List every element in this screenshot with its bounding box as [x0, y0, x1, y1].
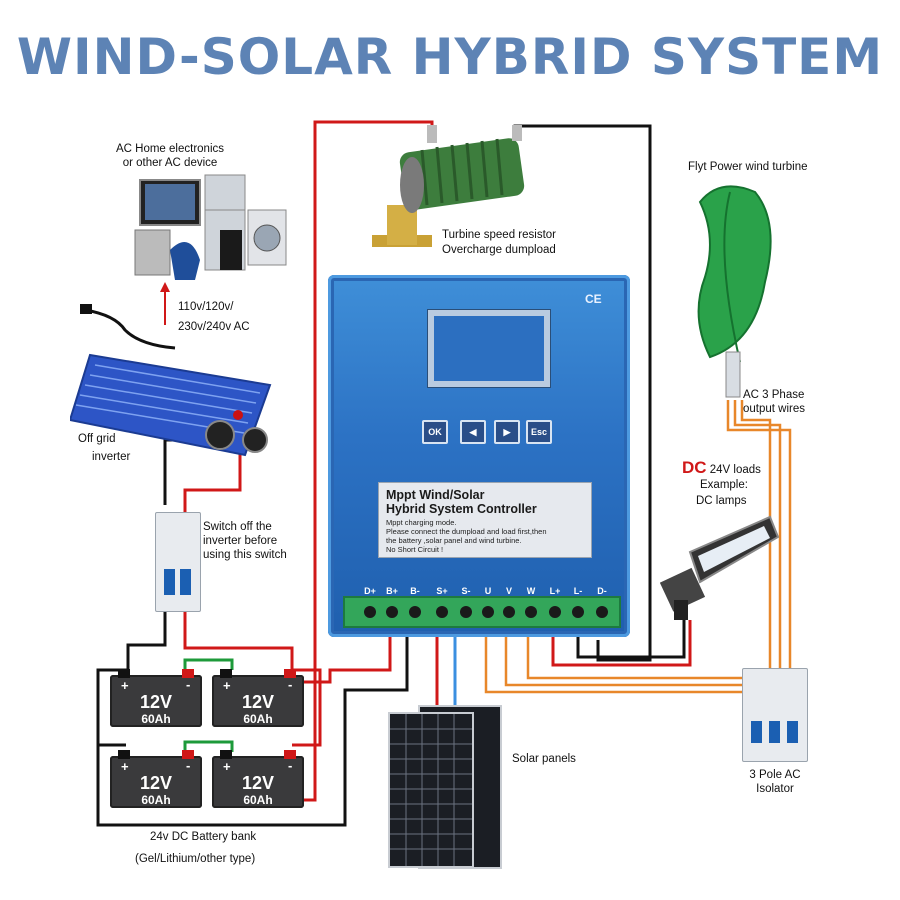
ce-mark: CE [585, 292, 602, 306]
loads-label: 24V loads [706, 464, 761, 476]
green-jumper-bottom [183, 740, 234, 752]
terminal-screws [364, 606, 608, 618]
terminal-d-plus: D+ [364, 586, 376, 596]
wind-turbine-image [690, 182, 780, 402]
terminal-l-plus: L+ [549, 586, 561, 596]
power-plug-icon [80, 304, 176, 350]
example-label: Example: [700, 479, 748, 491]
left-button[interactable]: ◀ [460, 420, 486, 444]
isolator-toggle-1[interactable] [751, 721, 762, 743]
isolator-label: 3 Pole AC Isolator [749, 769, 801, 795]
breaker-toggle-1[interactable] [164, 569, 175, 595]
turbine-label: Flyt Power wind turbine [688, 161, 808, 173]
terminal-b-minus: B- [410, 586, 420, 596]
resistor-label-1: Turbine speed resistor [442, 229, 556, 241]
solar-panel-front [388, 712, 474, 868]
ac-voltage-label-2: 230v/240v AC [178, 321, 250, 333]
controller-nameplate [378, 482, 592, 558]
load-black-wire [576, 615, 686, 659]
battery-voltage: 12V [139, 692, 173, 712]
battery-voltage: 12V [241, 692, 275, 712]
battery-capacity: 60Ah [243, 793, 273, 807]
bank-series-red-wire [292, 668, 322, 747]
battery-voltage: 12V [241, 773, 275, 793]
battery-capacity: 60Ah [141, 793, 171, 807]
battery-2: + - 12V 60Ah [212, 669, 304, 727]
dc-lamps-label: DC lamps [696, 495, 747, 507]
nameplate-note: Mppt charging mode. Please connect the d… [386, 518, 547, 554]
off-grid-inverter-image [68, 345, 280, 465]
isolator-toggle-2[interactable] [769, 721, 780, 743]
nameplate-title: Mppt Wind/Solar Hybrid System Controller [386, 488, 537, 516]
right-button[interactable]: ▶ [494, 420, 520, 444]
ac-appliances-image [130, 170, 290, 290]
battery-1: + - 12V 60Ah [110, 669, 202, 727]
terminal-b-plus: B+ [386, 586, 398, 596]
isolator-wire-1 [733, 400, 782, 670]
switch-red-wire [183, 610, 294, 670]
battery-capacity: 60Ah [141, 712, 171, 726]
ac-isolator-switch[interactable] [742, 668, 808, 762]
dc-label: DC [682, 458, 707, 477]
ac-voltage-label-1: 110v/120v/ [178, 301, 234, 313]
dc-switch-label: Switch off the inverter before using thi… [203, 521, 287, 561]
dc-loads-label: DC 24V loads [682, 458, 761, 478]
isolator-wire-3 [740, 400, 772, 670]
switch-black-wire [126, 610, 167, 670]
turbine-wires-label: AC 3 Phase output wires [743, 389, 806, 415]
isolator-toggle-3[interactable] [787, 721, 798, 743]
battery-bank-label-1: 24v DC Battery bank [150, 831, 257, 843]
battery-bank-red-wire [300, 640, 317, 802]
terminal-d-minus: D- [597, 586, 607, 596]
page-title: WIND-SOLAR HYBRID SYSTEM [16, 28, 884, 86]
controller-lcd-screen [428, 310, 550, 387]
resistor-label-2: Overcharge dumpload [442, 244, 556, 256]
terminal-u: U [484, 586, 492, 596]
ok-button[interactable]: OK [422, 420, 448, 444]
dc-breaker-switch[interactable] [155, 512, 201, 612]
battery-capacity: 60Ah [243, 712, 273, 726]
terminal-s-minus: S- [461, 586, 471, 596]
terminal-l-minus: L- [573, 586, 583, 596]
battery-3: + - 12V 60Ah [110, 750, 202, 808]
green-jumper-top [183, 658, 234, 670]
battery-4: + - 12V 60Ah [212, 750, 304, 808]
esc-button[interactable]: Esc [526, 420, 552, 444]
solar-panels-label: Solar panels [512, 753, 576, 765]
battery-bank-label-2: (Gel/Lithium/other type) [135, 853, 256, 865]
inverter-label-1: Off grid [78, 433, 116, 445]
isolator-wire-2 [726, 400, 792, 670]
battery-voltage: 12V [139, 773, 173, 793]
breaker-toggle-2[interactable] [180, 569, 191, 595]
terminal-w: W [526, 586, 536, 596]
ac-devices-label: AC Home electronics or other AC device [115, 143, 224, 169]
dc-street-lamp-image [659, 512, 780, 622]
terminal-v: V [505, 586, 512, 596]
load-red-wire [551, 620, 692, 667]
inverter-label-2: inverter [92, 451, 131, 463]
dumpload-resistor-image [372, 125, 532, 265]
terminal-s-plus: S+ [436, 586, 448, 596]
